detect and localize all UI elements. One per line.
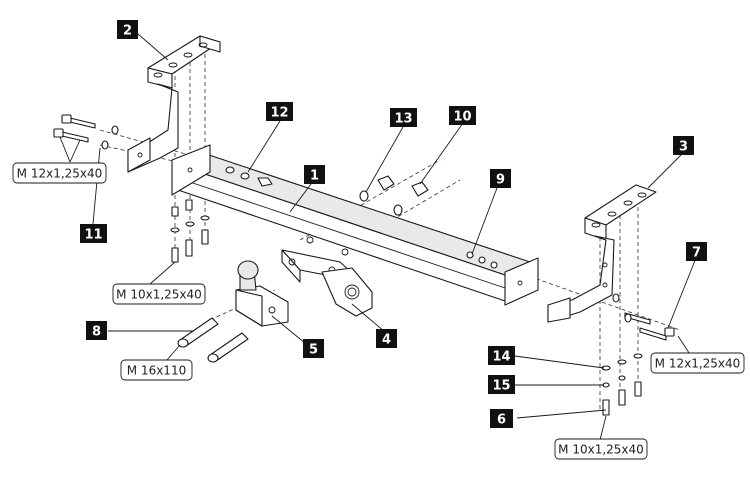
svg-text:M 10x1,25x40: M 10x1,25x40 xyxy=(116,288,202,302)
svg-text:6: 6 xyxy=(497,413,506,428)
svg-text:2: 2 xyxy=(123,24,132,39)
callout-5: 5 xyxy=(303,339,324,358)
callout-7: 7 xyxy=(686,242,707,261)
right-bottom-bolts xyxy=(601,353,643,416)
left-top-bolts xyxy=(53,114,119,150)
callout-12: 12 xyxy=(266,102,293,121)
svg-text:12: 12 xyxy=(270,106,288,121)
right-top-bolts xyxy=(612,293,675,341)
svg-text:14: 14 xyxy=(492,350,510,365)
callout-8: 8 xyxy=(86,321,107,340)
left-nuts xyxy=(225,166,273,187)
spec-left-top-bolt: M 12x1,25x40 xyxy=(12,162,107,184)
callout-3: 3 xyxy=(673,136,694,155)
spec-right-top-bolt: M 12x1,25x40 xyxy=(650,352,745,374)
svg-text:11: 11 xyxy=(84,228,102,243)
callout-9: 9 xyxy=(490,169,511,188)
svg-text:7: 7 xyxy=(692,246,701,261)
callout-10: 10 xyxy=(449,106,476,125)
spec-right-bottom-bolt: M 10x1,25x40 xyxy=(554,438,648,460)
callout-1: 1 xyxy=(304,165,325,184)
svg-text:10: 10 xyxy=(453,110,471,125)
callout-4: 4 xyxy=(376,329,397,348)
left-bottom-bolts xyxy=(170,199,210,263)
svg-text:3: 3 xyxy=(679,140,688,155)
svg-text:1: 1 xyxy=(310,169,319,184)
center-washers-nuts xyxy=(359,175,498,269)
svg-text:M 10x1,25x40: M 10x1,25x40 xyxy=(558,443,644,457)
left-mounting-bracket xyxy=(127,35,221,173)
svg-text:M 12x1,25x40: M 12x1,25x40 xyxy=(17,167,103,181)
callout-6: 6 xyxy=(490,409,513,428)
svg-text:8: 8 xyxy=(92,325,101,340)
leader-lines xyxy=(59,33,697,441)
tow-ball xyxy=(235,260,289,327)
callout-11: 11 xyxy=(80,224,107,243)
callout-14: 14 xyxy=(488,346,515,365)
svg-text:13: 13 xyxy=(394,112,412,127)
right-mounting-bracket xyxy=(547,184,657,323)
svg-text:9: 9 xyxy=(496,173,505,188)
ball-bolts xyxy=(177,317,249,363)
spec-left-bottom-bolt: M 10x1,25x40 xyxy=(112,283,206,305)
callout-2: 2 xyxy=(117,20,138,39)
callout-13: 13 xyxy=(390,108,417,127)
svg-text:5: 5 xyxy=(309,343,318,358)
socket-plate xyxy=(321,267,373,317)
svg-text:15: 15 xyxy=(492,379,510,394)
svg-text:4: 4 xyxy=(382,333,391,348)
spec-ball-bolt: M 16x110 xyxy=(120,359,193,381)
callout-15: 15 xyxy=(488,375,515,394)
svg-text:M 16x110: M 16x110 xyxy=(127,364,186,378)
svg-text:M 12x1,25x40: M 12x1,25x40 xyxy=(655,357,741,371)
